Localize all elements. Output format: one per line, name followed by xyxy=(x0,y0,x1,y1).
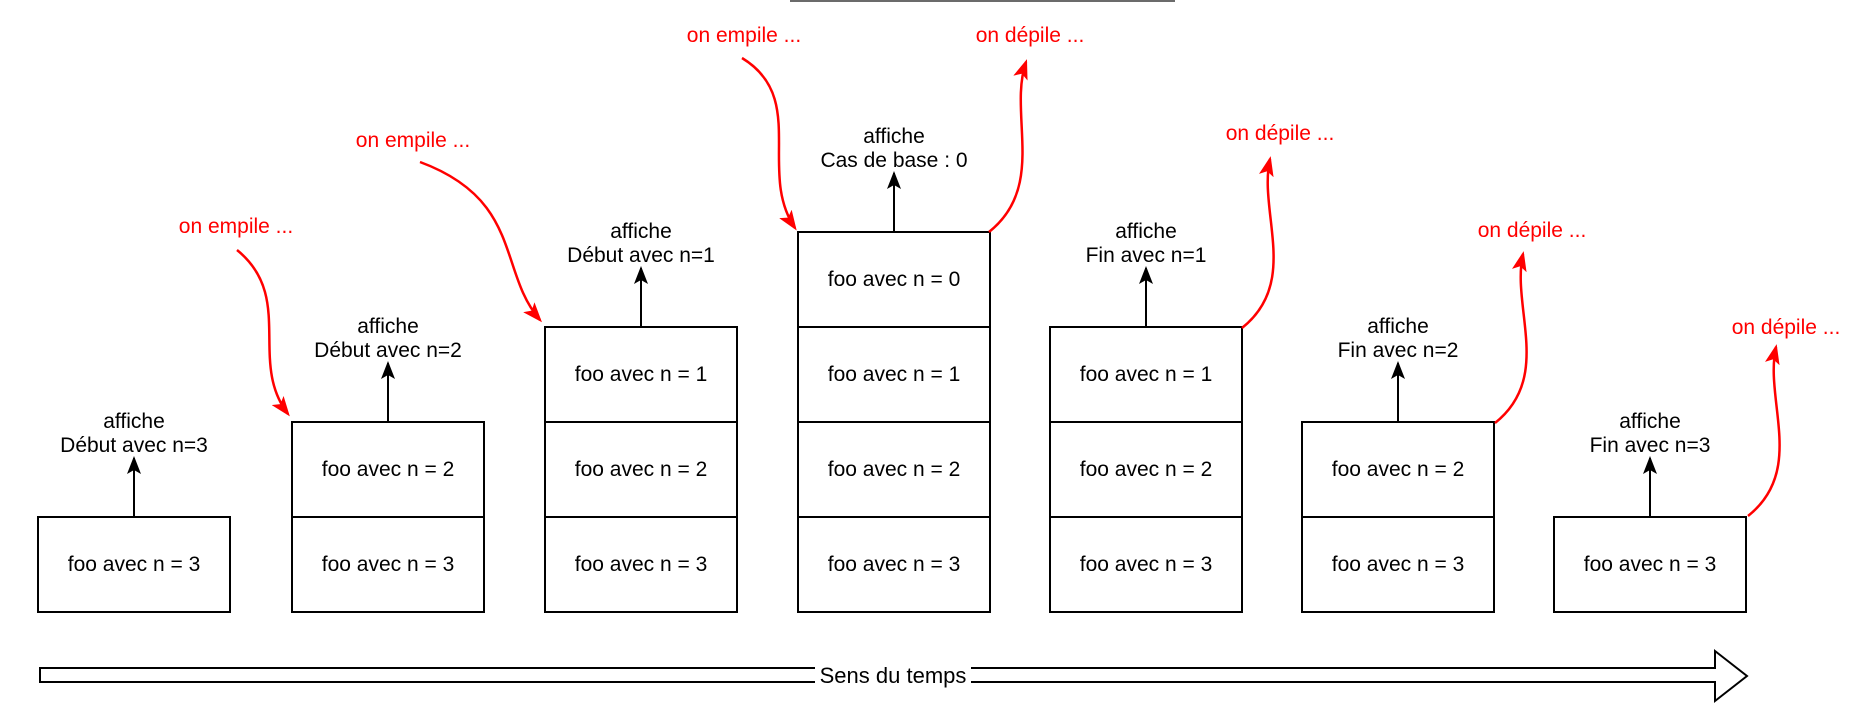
pop-arrow-label: on dépile ... xyxy=(1478,219,1587,242)
stack-frame-label: foo avec n = 3 xyxy=(322,553,455,576)
pop-arrow xyxy=(1494,251,1528,424)
stack-caption-line2: Début avec n=3 xyxy=(60,434,208,457)
pop-arrows xyxy=(988,59,1781,517)
call-stack-7: foo avec n = 3 affiche Fin avec n=3 xyxy=(1553,410,1747,613)
call-stack-3: foo avec n = 1 foo avec n = 2 foo avec n… xyxy=(544,220,738,613)
stack-caption-line2: Cas de base : 0 xyxy=(820,149,967,172)
stack-frame xyxy=(797,516,991,613)
pop-arrow-label: on dépile ... xyxy=(976,24,1085,47)
stack-caption-line1: affiche xyxy=(1619,410,1681,433)
stack-caption-line2: Début avec n=1 xyxy=(567,244,715,267)
pop-arrow xyxy=(1241,156,1275,329)
stack-caption-line2: Fin avec n=3 xyxy=(1590,434,1711,457)
time-axis-label: Sens du temps xyxy=(820,663,967,688)
stack-frame xyxy=(797,326,991,423)
stack-frame-label: foo avec n = 3 xyxy=(1332,553,1465,576)
stack-frame-label: foo avec n = 1 xyxy=(1080,363,1213,386)
call-stack-6: foo avec n = 2 foo avec n = 3 affiche Fi… xyxy=(1301,315,1495,613)
stack-frame xyxy=(1049,326,1243,423)
stack-frame xyxy=(544,516,738,613)
stack-frame xyxy=(797,421,991,518)
stack-frame-label: foo avec n = 3 xyxy=(68,553,201,576)
stack-frame-label: foo avec n = 2 xyxy=(1332,458,1465,481)
stack-frame xyxy=(1049,516,1243,613)
pop-arrow xyxy=(1747,344,1781,517)
pop-arrow xyxy=(988,59,1028,233)
stack-caption-line2: Fin avec n=1 xyxy=(1086,244,1207,267)
stack-caption-line1: affiche xyxy=(863,125,925,148)
push-arrow-label: on empile ... xyxy=(179,215,293,238)
stack-frame-label: foo avec n = 3 xyxy=(1080,553,1213,576)
stack-caption-line2: Début avec n=2 xyxy=(314,339,462,362)
stack-caption-line1: affiche xyxy=(1115,220,1177,243)
stack-caption-line1: affiche xyxy=(610,220,672,243)
stack-frame xyxy=(291,516,485,613)
push-arrow xyxy=(419,160,542,323)
push-arrow xyxy=(741,56,797,231)
stack-frame xyxy=(291,421,485,518)
stack-frame xyxy=(1301,516,1495,613)
time-axis-label-bg xyxy=(815,659,971,691)
push-arrow xyxy=(236,249,290,417)
stack-frame-label: foo avec n = 3 xyxy=(575,553,708,576)
stack-frame-label: foo avec n = 2 xyxy=(575,458,708,481)
pop-arrow-label: on dépile ... xyxy=(1732,316,1841,339)
stack-frame xyxy=(797,231,991,328)
push-arrow-label: on empile ... xyxy=(356,129,470,152)
stack-frame-label: foo avec n = 2 xyxy=(322,458,455,481)
stack-caption-line1: affiche xyxy=(103,410,165,433)
pop-arrow-label: on dépile ... xyxy=(1226,122,1335,145)
stack-frame-label: foo avec n = 3 xyxy=(828,553,961,576)
call-stack-4: foo avec n = 0 foo avec n = 1 foo avec n… xyxy=(797,125,991,613)
push-arrow-label: on empile ... xyxy=(687,24,801,47)
stack-frame-label: foo avec n = 1 xyxy=(575,363,708,386)
stack-frame xyxy=(1301,421,1495,518)
stack-frame xyxy=(37,516,231,613)
stack-frame-label: foo avec n = 1 xyxy=(828,363,961,386)
stack-caption-line1: affiche xyxy=(1367,315,1429,338)
push-arrows xyxy=(236,56,797,417)
stack-frame-label: foo avec n = 2 xyxy=(828,458,961,481)
stack-frame-label: foo avec n = 0 xyxy=(828,268,961,291)
stack-frame-label: foo avec n = 3 xyxy=(1584,553,1717,576)
call-stack-5: foo avec n = 1 foo avec n = 2 foo avec n… xyxy=(1049,220,1243,613)
stack-frame xyxy=(1553,516,1747,613)
stack-frame-label: foo avec n = 2 xyxy=(1080,458,1213,481)
time-axis: Sens du temps xyxy=(39,648,1749,704)
stack-frame xyxy=(1049,421,1243,518)
call-stack-1: foo avec n = 3 affiche Début avec n=3 xyxy=(37,410,231,613)
stack-caption-line1: affiche xyxy=(357,315,419,338)
call-stack-2: foo avec n = 2 foo avec n = 3 affiche Dé… xyxy=(291,315,485,613)
stack-caption-line2: Fin avec n=2 xyxy=(1338,339,1459,362)
